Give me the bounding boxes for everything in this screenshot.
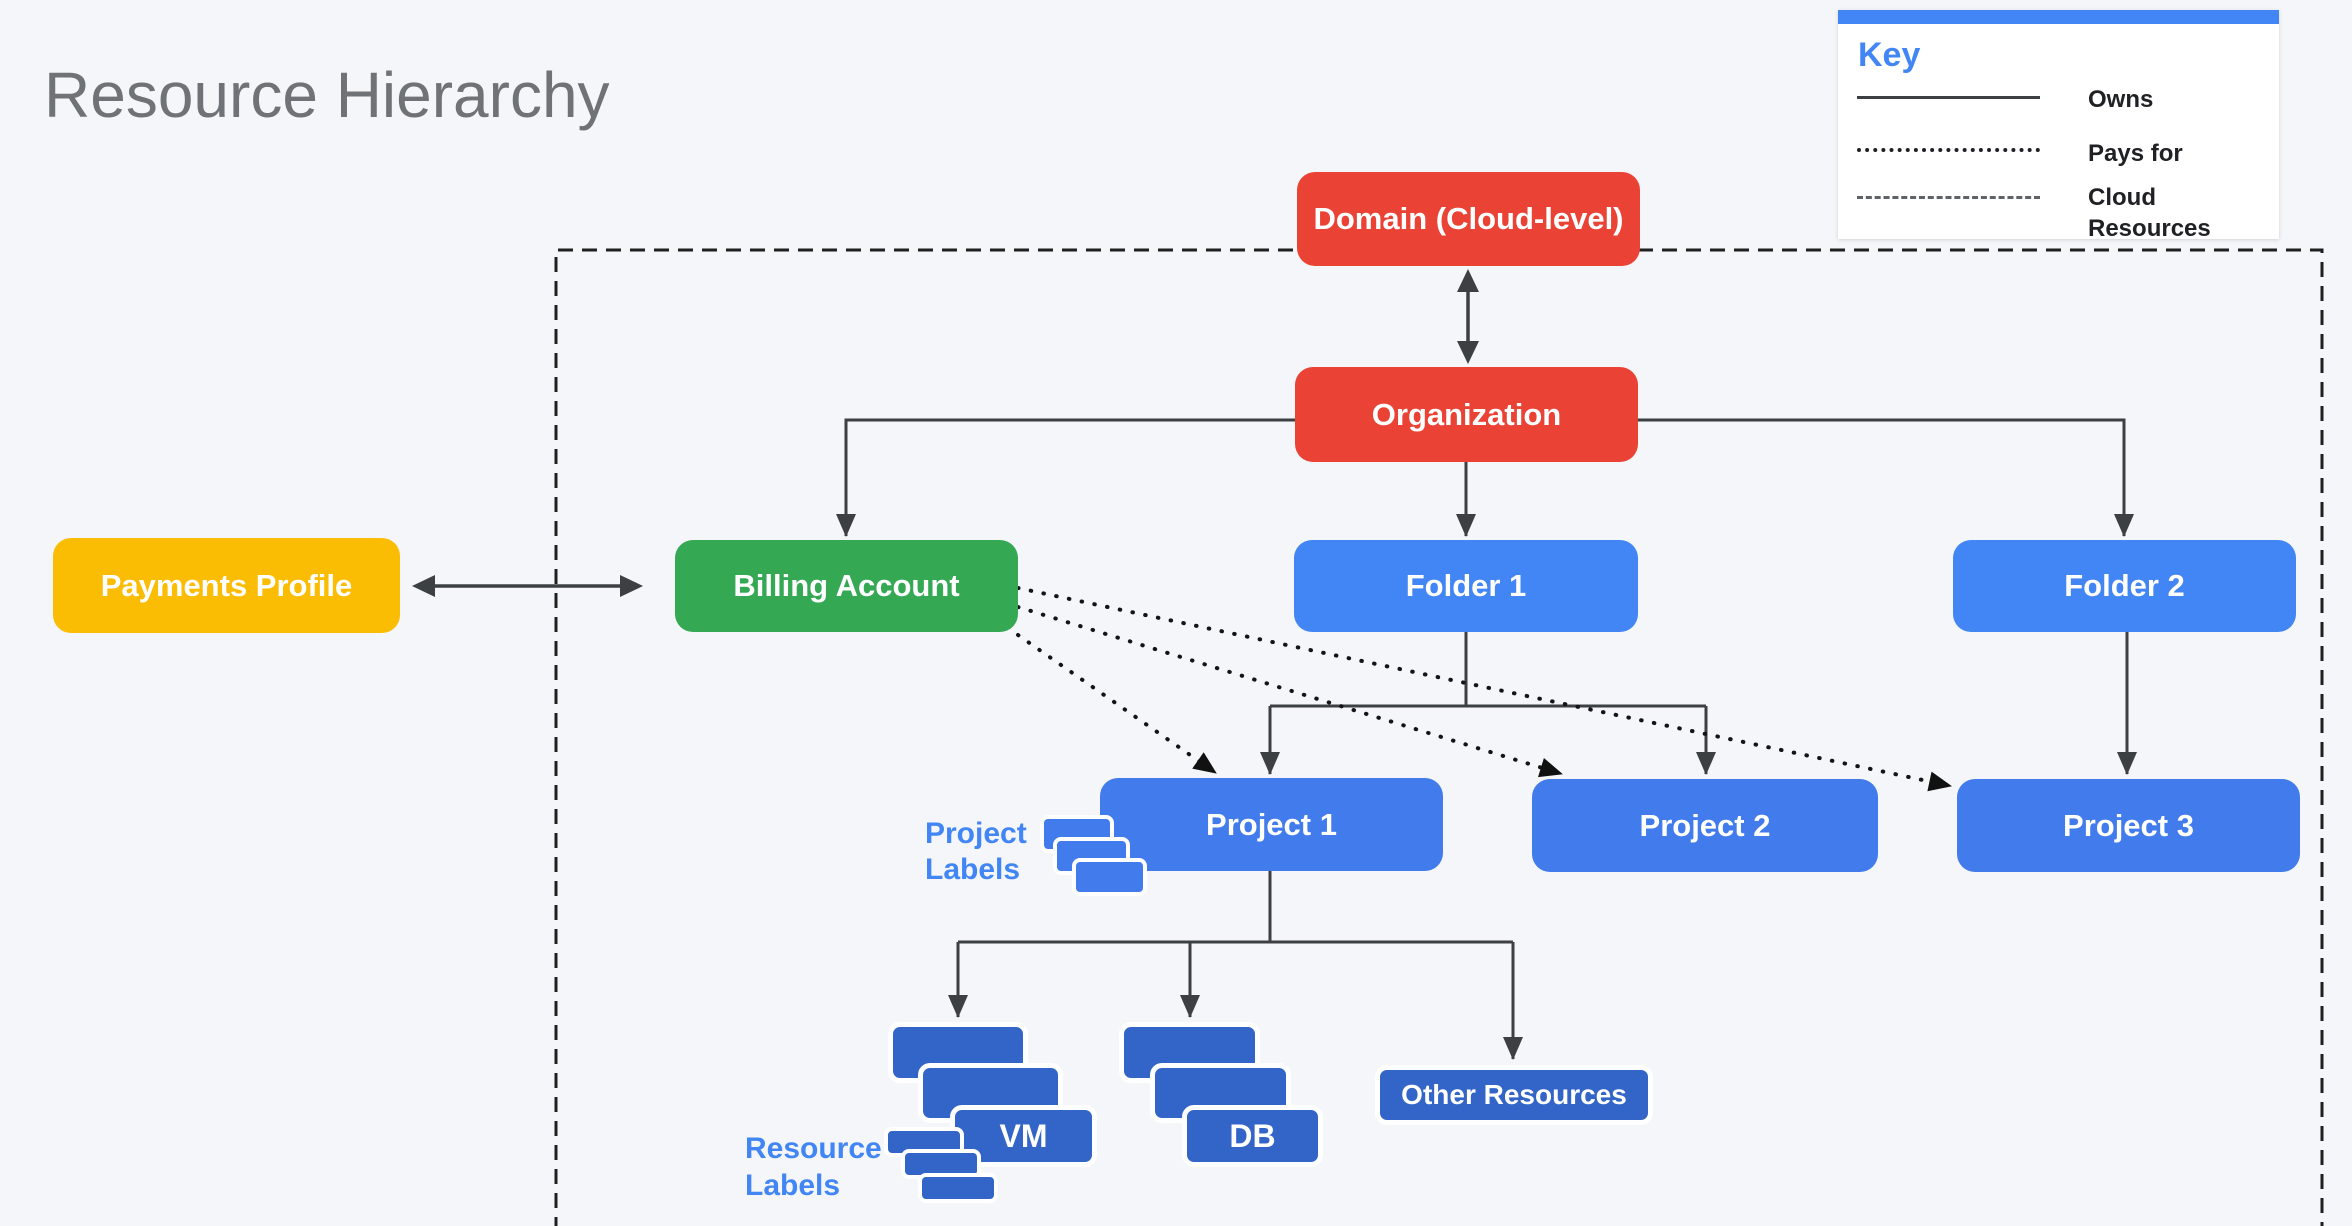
legend: Key Owns Pays for Cloud Resources [1838,10,2279,242]
resource-label-chip-3 [918,1173,998,1203]
node-domain-label: Domain (Cloud-level) [1313,201,1624,236]
node-vm-label: VM [999,1117,1048,1154]
node-payments-profile-label: Payments Profile [100,567,353,603]
node-folder-2-label: Folder 2 [2064,568,2185,603]
node-other-resources: Other Resources [1375,1065,1653,1125]
dotted-billing-project1 [1016,633,1218,775]
edge-folder1-split [1270,632,1706,708]
node-project-1-label: Project 1 [1206,806,1337,842]
node-payments-profile: Payments Profile [53,538,400,633]
edge-payments-billing-arrowhead-right [620,575,643,597]
node-other-resources-label: Other Resources [1401,1079,1627,1110]
node-billing-account: Billing Account [675,540,1018,632]
edge-domain-organization-arrowhead-down [1457,341,1479,364]
project-label-chip-3 [1072,858,1147,896]
legend-solid-line-sample [1857,96,2040,99]
resource-labels-caption: Resource Labels [745,1132,882,1202]
legend-heading: Key [1858,36,1921,74]
legend-dotted-line-sample [1857,148,2040,152]
node-folder-1-label: Folder 1 [1405,568,1527,603]
node-project-3-label: Project 3 [2063,807,2194,843]
node-project-2-label: Project 2 [1639,807,1771,843]
page-title: Resource Hierarchy [44,59,610,131]
dotted-billing-project3 [1016,586,1953,792]
node-db: DB [1182,1105,1323,1167]
dotted-billing-project2 [1016,605,1564,778]
node-db-label: DB [1229,1117,1276,1154]
node-folder-2: Folder 2 [1953,540,2296,632]
edge-project1-split [958,871,1513,944]
legend-top-bar [1838,10,2279,24]
cloud-resources-dashed-border [554,248,2324,1226]
edge-domain-organization-arrowhead-up [1457,269,1479,292]
legend-pays-for-label: Pays for [2088,140,2183,167]
node-folder-1: Folder 1 [1294,540,1638,632]
node-billing-account-label: Billing Account [733,568,960,603]
edge-org-folder2 [1638,418,2134,537]
node-domain: Domain (Cloud-level) [1297,172,1640,266]
legend-dashed-line-sample [1857,196,2040,199]
node-project-3: Project 3 [1957,779,2300,872]
legend-owns-label: Owns [2088,86,2154,113]
node-organization: Organization [1295,367,1638,462]
node-organization-label: Organization [1371,396,1562,432]
edge-org-billing [836,418,1295,537]
edge-payments-billing-arrowhead-left [412,575,435,597]
node-project-1: Project 1 [1100,778,1443,871]
legend-cloud-resources-label: Cloud Resources [2088,184,2211,242]
project-labels-caption: Project Labels [925,817,1027,886]
node-project-2: Project 2 [1532,779,1878,872]
